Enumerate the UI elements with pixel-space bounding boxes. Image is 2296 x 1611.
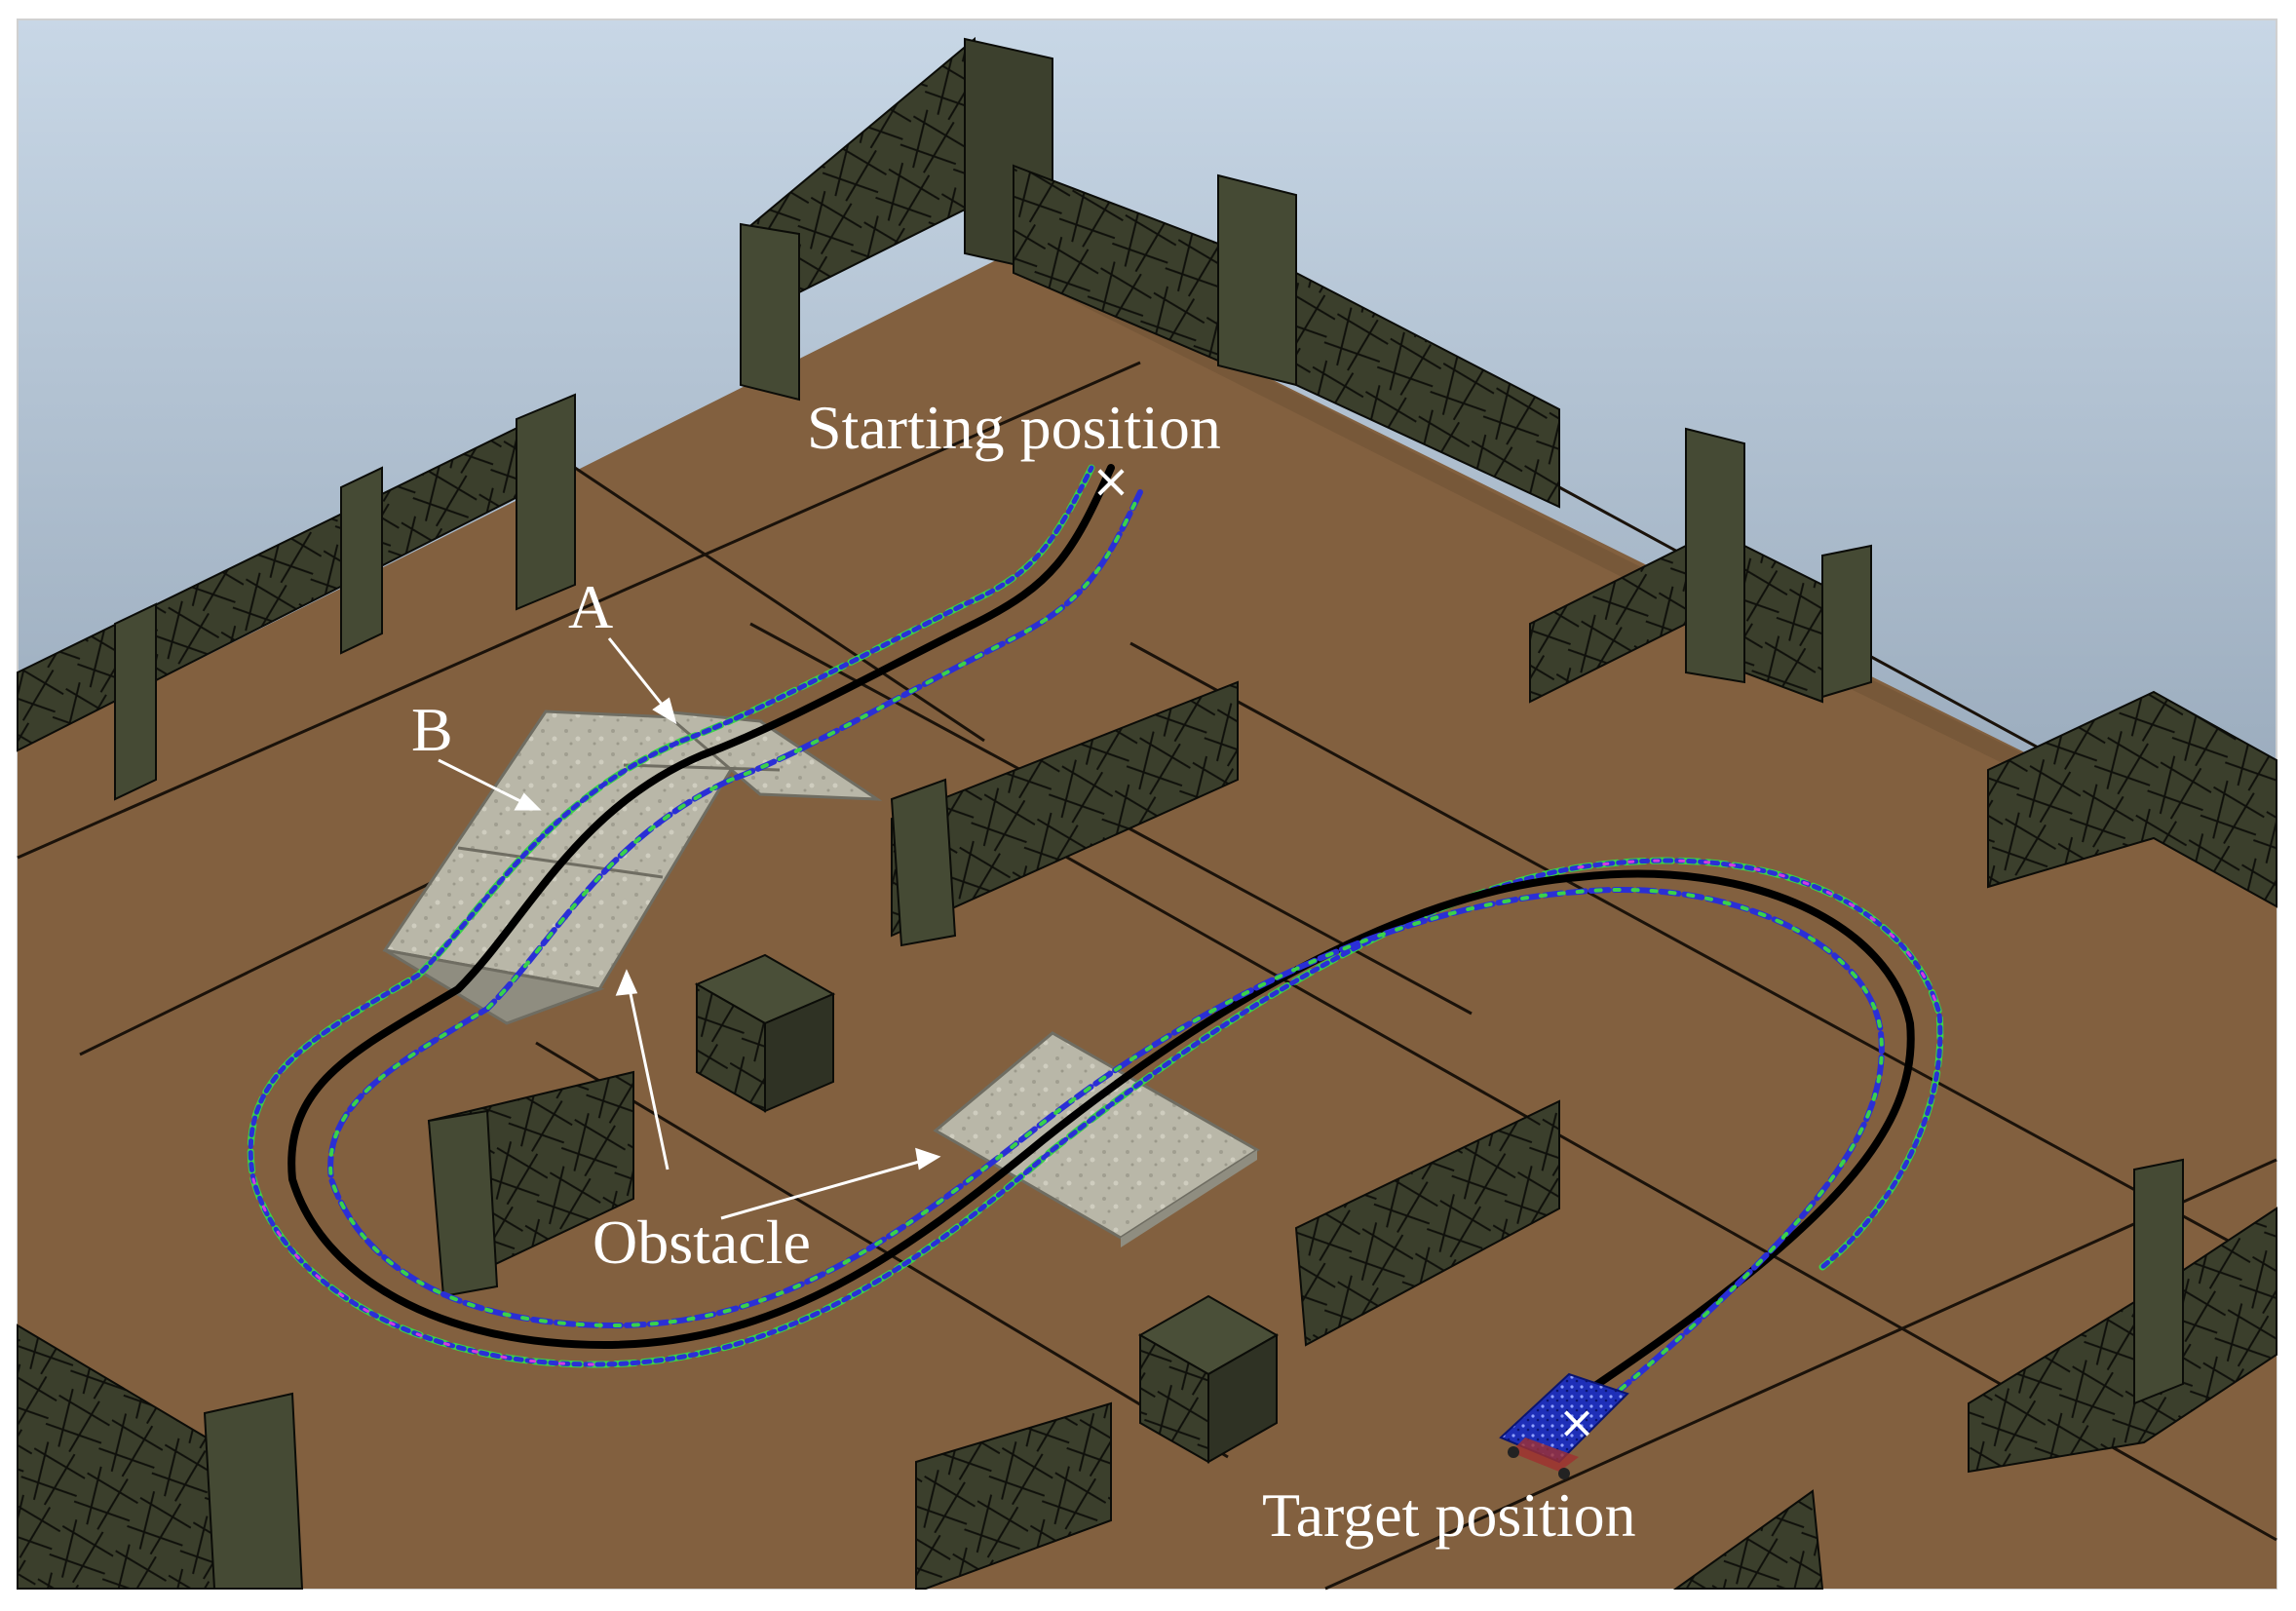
wall-front-middle	[915, 1401, 1112, 1590]
wall-front-left	[17, 1323, 304, 1590]
annotation-arrows	[438, 637, 941, 1220]
wall-back-corner	[740, 36, 1560, 509]
box-obstacle-lower	[1137, 1294, 1280, 1464]
floor	[18, 251, 2277, 1589]
start-marker: ×	[1091, 454, 1130, 509]
label-starting-position: Starting position	[807, 393, 1221, 462]
robot-vehicle	[1499, 1372, 1629, 1479]
path-magenta-accent	[1577, 859, 1941, 1016]
target-marker: ×	[1558, 1396, 1596, 1448]
ramp-obstacle-lower	[933, 1031, 1260, 1247]
wall-right	[1968, 690, 2277, 1474]
wall-interior-right	[1294, 1099, 1560, 1347]
wall-right-back	[1529, 427, 1872, 704]
label-obstacle: Obstacle	[593, 1208, 811, 1277]
path-inner-green	[328, 490, 1884, 1410]
wall-back-left	[17, 393, 576, 801]
box-obstacle-center	[694, 953, 836, 1113]
wall-interior-left	[427, 1070, 634, 1298]
path-center-black	[287, 464, 1915, 1407]
wall-interior-upper	[890, 680, 1239, 947]
trajectory-paths	[247, 464, 1944, 1411]
label-target-position: Target position	[1262, 1480, 1636, 1550]
wall-front-right	[1672, 1489, 1824, 1590]
path-outer-blue	[248, 465, 1943, 1367]
label-b: B	[411, 695, 453, 764]
label-a: A	[568, 572, 613, 641]
